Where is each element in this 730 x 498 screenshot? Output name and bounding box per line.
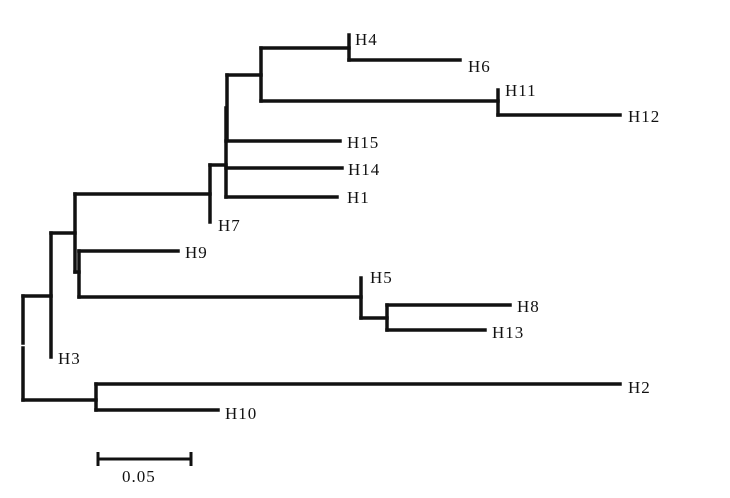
leaf-label-h9: H9: [185, 243, 208, 262]
leaf-label-h11: H11: [505, 81, 537, 100]
leaf-label-h13: H13: [492, 323, 524, 342]
leaf-label-h14: H14: [348, 160, 380, 179]
leaf-label-h15: H15: [347, 133, 379, 152]
leaf-label-h7: H7: [218, 216, 241, 235]
leaf-label-h8: H8: [517, 297, 540, 316]
leaf-label-h3: H3: [58, 349, 81, 368]
leaf-label-h2: H2: [628, 378, 651, 397]
branches: [21, 33, 622, 412]
leaf-label-h1: H1: [347, 188, 370, 207]
scale-bar-label: 0.05: [122, 467, 156, 486]
leaf-label-h10: H10: [225, 404, 257, 423]
leaf-label-h4: H4: [355, 30, 378, 49]
leaf-label-h12: H12: [628, 107, 660, 126]
leaf-label-h5: H5: [370, 268, 393, 287]
leaf-label-h6: H6: [468, 57, 491, 76]
scale-bar: 0.05: [96, 452, 193, 486]
